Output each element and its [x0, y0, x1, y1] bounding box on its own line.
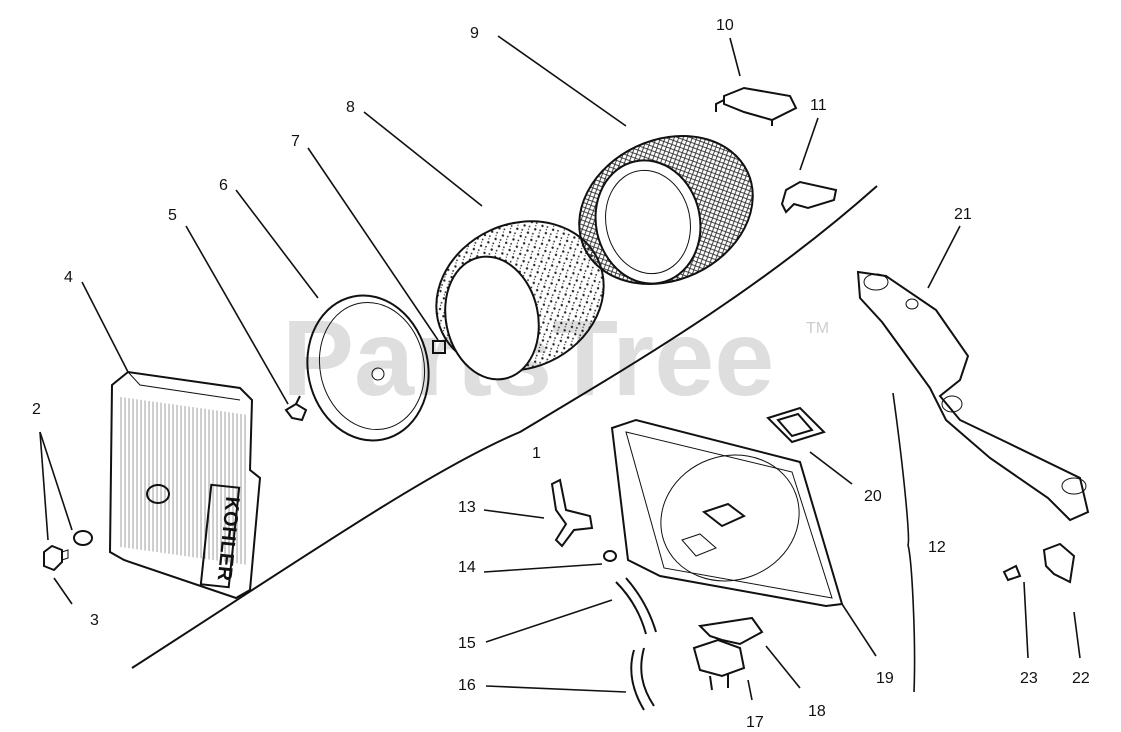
gasket-22-part: [1042, 542, 1076, 584]
callout-21: 21: [954, 206, 972, 223]
callout-20: 20: [864, 488, 882, 505]
hose-15-part: [615, 577, 657, 635]
hose-16-part: [630, 647, 655, 711]
precleaner-foam: [435, 220, 605, 381]
intake-manifold: [856, 270, 1090, 522]
callout-3: 3: [90, 612, 99, 629]
callout-5: 5: [168, 207, 177, 224]
bracket-11-part: [780, 180, 838, 214]
watermark-trademark: TM: [806, 320, 829, 337]
washer-part: [73, 530, 93, 546]
bracket-10-part: [715, 86, 798, 126]
callout-7: 7: [291, 133, 300, 150]
callout-17: 17: [746, 714, 764, 731]
gasket-18-part: [697, 616, 764, 646]
tube-13-part: [550, 478, 594, 548]
nut-part: [432, 340, 446, 354]
knob-part: [43, 544, 69, 572]
callout-13: 13: [458, 499, 476, 516]
callout-1: 1: [532, 445, 541, 462]
callout-19: 19: [876, 670, 894, 687]
air-filter-element: [578, 135, 754, 285]
air-cleaner-base-disc: [306, 294, 430, 442]
callout-15: 15: [458, 635, 476, 652]
bracket-12: [892, 392, 916, 693]
callout-8: 8: [346, 99, 355, 116]
callout-4: 4: [64, 269, 73, 286]
callout-14: 14: [458, 559, 476, 576]
callout-16: 16: [458, 677, 476, 694]
callout-10: 10: [716, 17, 734, 34]
gasket-20-part: [766, 406, 826, 444]
callout-18: 18: [808, 703, 826, 720]
assembly-boundary-line: [131, 185, 878, 669]
callout-23: 23: [1020, 670, 1038, 687]
callout-22: 22: [1072, 670, 1090, 687]
callout-6: 6: [219, 177, 228, 194]
callout-11: 11: [810, 97, 827, 114]
bracket-17-part: [692, 638, 746, 691]
callout-12: 12: [928, 539, 946, 556]
screw-23-part: [1002, 564, 1022, 582]
callout-9: 9: [470, 25, 479, 42]
clamp-part: [603, 550, 617, 562]
callout-2: 2: [32, 401, 41, 418]
air-cleaner-cover: [108, 370, 262, 600]
leader-lines: [39, 35, 1081, 701]
wing-nut-part: [284, 395, 308, 422]
housing-base: [610, 418, 844, 608]
